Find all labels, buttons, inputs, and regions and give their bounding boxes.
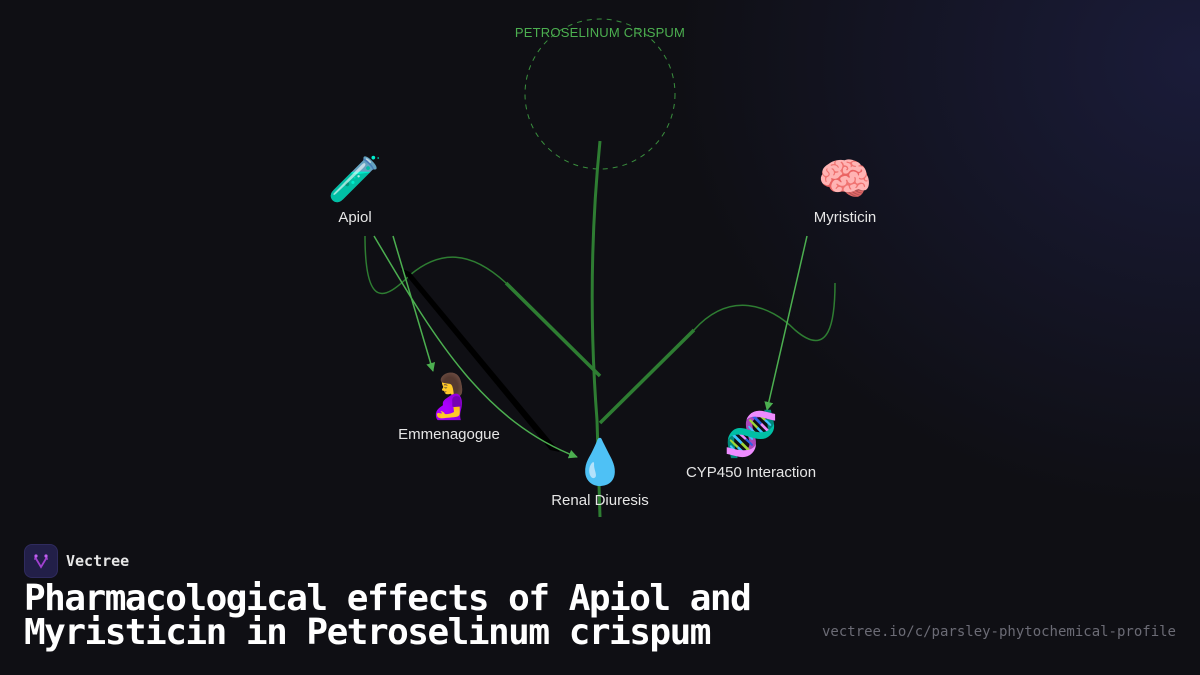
branch-right — [598, 328, 696, 425]
node-emmenagogue[interactable]: 🤰 Emmenagogue — [398, 372, 500, 443]
root-label: PETROSELINUM CRISPUM — [514, 25, 686, 40]
pregnant-woman-icon: 🤰 — [421, 372, 477, 421]
brand-name: Vectree — [66, 552, 130, 570]
node-label: Apiol — [338, 209, 372, 226]
test-tube-icon: 🧪 — [327, 155, 383, 204]
node-cyp450[interactable]: 🧬 CYP450 Interaction — [686, 410, 816, 481]
source-url[interactable]: vectree.io/c/parsley-phytochemical-profi… — [821, 624, 1176, 640]
vectree-logo-icon — [24, 544, 58, 578]
stem-trunk — [590, 140, 602, 518]
tendril-right — [693, 282, 836, 342]
node-myristicin[interactable]: 🧠 Myristicin — [814, 155, 877, 226]
bottom-fade — [0, 495, 1200, 675]
page-title: Pharmacological effects of Apiol and Myr… — [24, 581, 752, 653]
node-renal-diuresis[interactable]: 💧 Renal Diuresis — [551, 438, 649, 509]
tendril-left — [364, 235, 507, 295]
edge-shadow — [400, 268, 560, 452]
edge-myristicin-cyp450 — [764, 235, 808, 411]
brain-icon: 🧠 — [817, 155, 873, 204]
branch-left — [504, 281, 602, 378]
root-circle — [524, 18, 676, 170]
node-label: Renal Diuresis — [551, 492, 649, 509]
droplet-icon: 💧 — [572, 438, 628, 487]
title-line-1: Pharmacological effects of Apiol and — [24, 578, 752, 619]
node-apiol[interactable]: 🧪 Apiol — [328, 155, 383, 226]
node-label: CYP450 Interaction — [685, 464, 817, 481]
title-line-2: Myristicin in Petroselinum crispum — [24, 612, 711, 653]
node-label: Emmenagogue — [398, 426, 500, 443]
node-label: Myristicin — [813, 209, 877, 226]
edge-apiol-renal — [373, 235, 578, 459]
edge-apiol-emmenagogue — [392, 235, 436, 372]
brand: Vectree — [24, 544, 129, 578]
dna-icon: 🧬 — [723, 410, 779, 459]
